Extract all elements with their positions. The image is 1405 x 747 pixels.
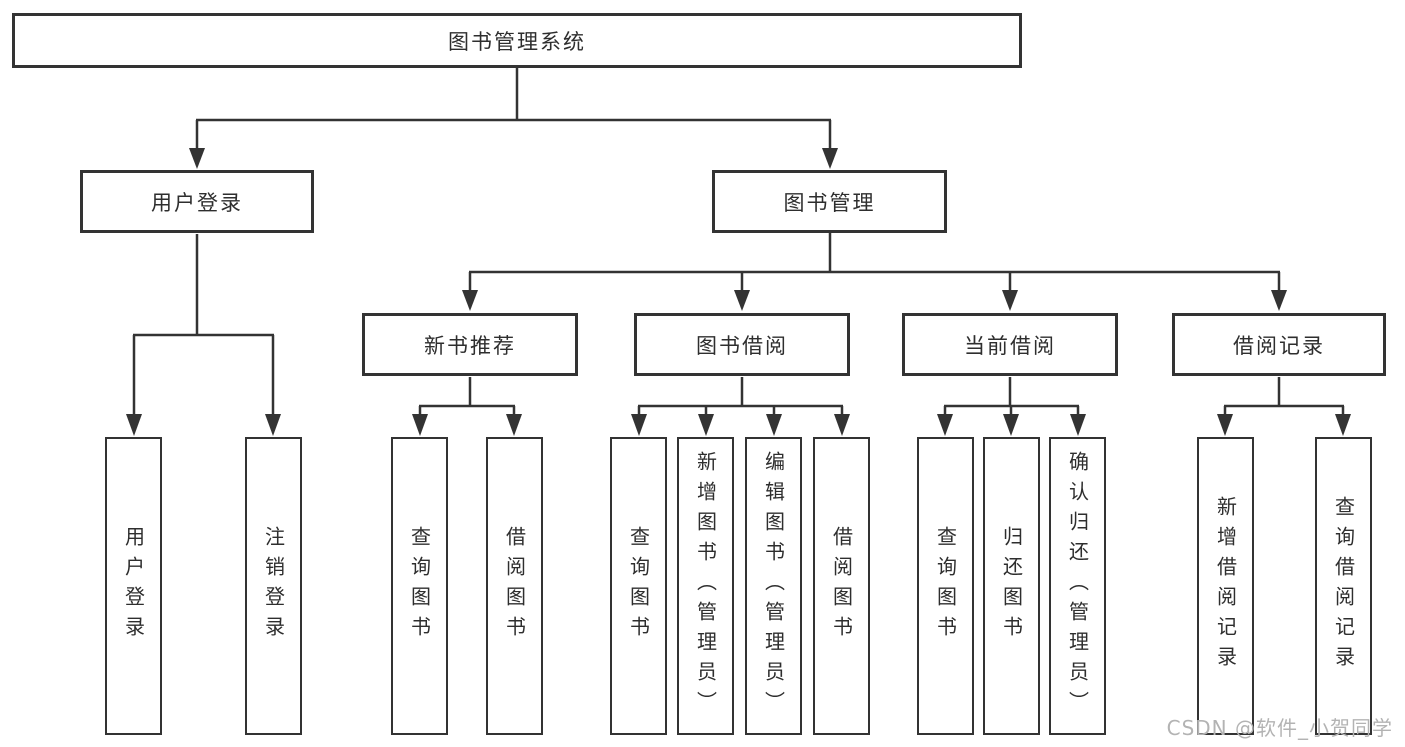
leaf-user-login: 用户登录 [105, 437, 162, 735]
leaf-add-borrow-record: 新增借阅记录 [1197, 437, 1254, 735]
arrowheads-level3 [462, 290, 1287, 311]
node-borrowing-records-label: 借阅记录 [1233, 333, 1325, 358]
leaf-add-books-admin: 新增图书（管理员） [677, 437, 734, 735]
connector-user-login-children [132, 234, 275, 416]
arrowheads-current-borrow-children [937, 414, 1086, 436]
leaf-query-books-1: 查询图书 [391, 437, 448, 735]
leaf-confirm-return-admin: 确认归还（管理员） [1049, 437, 1106, 735]
node-current-borrowing: 当前借阅 [902, 313, 1118, 376]
leaf-logout-label: 注销登录 [261, 526, 286, 646]
node-user-login-label: 用户登录 [151, 190, 243, 215]
leaf-edit-books-admin-label: 编辑图书（管理员） [761, 451, 786, 721]
leaf-query-borrow-record: 查询借阅记录 [1315, 437, 1372, 735]
node-book-management: 图书管理 [712, 170, 947, 233]
leaf-return-books-label: 归还图书 [999, 526, 1024, 646]
connector-book-mgmt-to-level3 [468, 232, 1281, 292]
leaf-add-books-admin-label: 新增图书（管理员） [693, 451, 718, 721]
leaf-query-books-2: 查询图书 [610, 437, 667, 735]
node-book-management-label: 图书管理 [783, 190, 876, 215]
arrowheads-new-book-rec-children [412, 414, 522, 436]
connector-new-book-rec-children [418, 377, 516, 416]
leaf-add-borrow-record-label: 新增借阅记录 [1213, 496, 1238, 676]
arrowheads-level2 [189, 148, 838, 169]
arrowheads-user-login-children [126, 414, 281, 436]
leaf-query-books-1-label: 查询图书 [407, 526, 432, 646]
leaf-logout: 注销登录 [245, 437, 302, 735]
leaf-return-books: 归还图书 [983, 437, 1040, 735]
node-current-borrowing-label: 当前借阅 [964, 333, 1056, 358]
node-library-system: 图书管理系统 [12, 13, 1022, 68]
leaf-query-books-3-label: 查询图书 [933, 526, 958, 646]
leaf-query-books-3: 查询图书 [917, 437, 974, 735]
node-new-book-recommend-label: 新书推荐 [424, 333, 516, 358]
node-user-login: 用户登录 [80, 170, 314, 233]
connector-borrow-records-children [1223, 377, 1345, 416]
leaf-edit-books-admin: 编辑图书（管理员） [745, 437, 802, 735]
arrowheads-book-borrow-children [631, 414, 850, 436]
leaf-borrow-books-1: 借阅图书 [486, 437, 543, 735]
connector-current-borrow-children [943, 377, 1080, 416]
leaf-borrow-books-2-label: 借阅图书 [829, 526, 854, 646]
connector-root-to-level2 [195, 68, 832, 150]
leaf-borrow-books-2: 借阅图书 [813, 437, 870, 735]
node-library-system-label: 图书管理系统 [448, 29, 586, 54]
node-borrowing-records: 借阅记录 [1172, 313, 1386, 376]
node-book-borrowing-label: 图书借阅 [696, 333, 788, 358]
connector-book-borrow-children [637, 377, 844, 416]
arrowheads-borrow-records-children [1217, 414, 1351, 436]
node-book-borrowing: 图书借阅 [634, 313, 850, 376]
leaf-borrow-books-1-label: 借阅图书 [502, 526, 527, 646]
leaf-query-borrow-record-label: 查询借阅记录 [1331, 496, 1356, 676]
leaf-query-books-2-label: 查询图书 [626, 526, 651, 646]
node-new-book-recommend: 新书推荐 [362, 313, 578, 376]
leaf-confirm-return-admin-label: 确认归还（管理员） [1065, 451, 1090, 721]
csdn-watermark: CSDN @软件_小贺同学 [1166, 716, 1393, 740]
leaf-user-login-label: 用户登录 [121, 526, 146, 646]
